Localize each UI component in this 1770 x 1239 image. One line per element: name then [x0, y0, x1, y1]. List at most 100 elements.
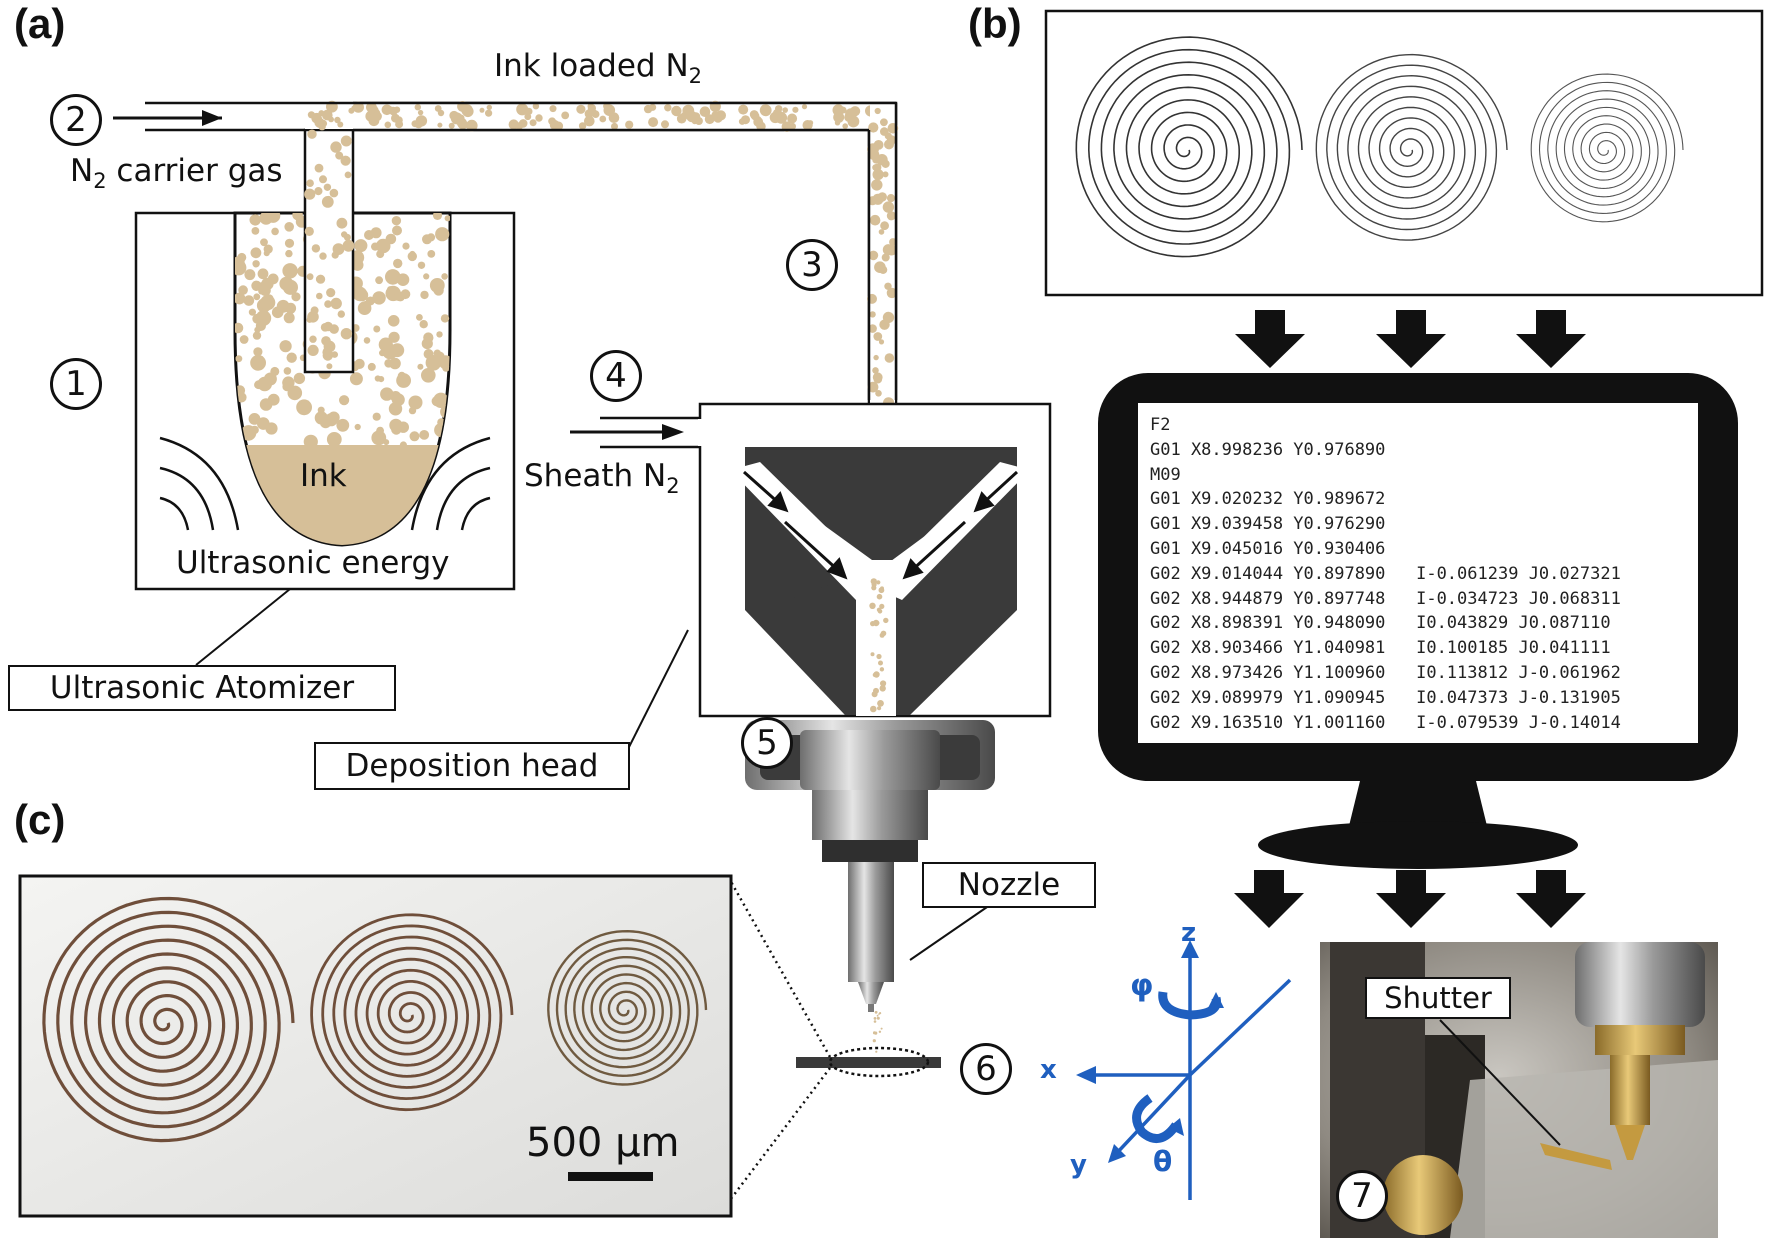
aerosol-droplet [875, 390, 882, 397]
aerosol-droplet [314, 411, 328, 425]
gcode-line: G02 X9.089979 Y1.090945 I0.047373 J-0.13… [1150, 687, 1621, 708]
aerosol-droplet [271, 227, 279, 236]
aerosol-droplet [873, 1017, 877, 1020]
aerosol-droplet [584, 115, 595, 127]
aerosol-droplet [759, 122, 765, 129]
step-6-marker: 6 [960, 1043, 1012, 1095]
aerosol-droplet [440, 314, 450, 323]
aerosol-droplet [250, 247, 262, 259]
aerosol-droplet [318, 123, 326, 131]
aerosol-droplet [407, 251, 417, 262]
aerosol-droplet [375, 276, 383, 285]
aerosol-droplet [325, 195, 332, 203]
aerosol-droplet [427, 250, 436, 258]
aerosol-droplet [287, 385, 303, 401]
aerosol-droplet [259, 398, 273, 411]
aerosol-droplet [880, 221, 889, 231]
aerosol-droplet [321, 336, 331, 346]
aerosol-droplet [874, 1031, 878, 1035]
aerosol-droplet [876, 1016, 880, 1020]
aerosol-droplet [792, 106, 799, 113]
aerosol-droplet [336, 418, 350, 432]
gcode-line: F2 [1150, 415, 1171, 435]
aerosol-droplet [393, 291, 403, 301]
aerosol-droplet [409, 431, 420, 442]
ink-loaded-label: Ink loaded N2 [494, 48, 703, 89]
aerosol-droplet [578, 122, 587, 130]
aerosol-droplet [260, 238, 268, 247]
aerosol-droplet [326, 363, 333, 370]
aerosol-droplet [384, 359, 393, 368]
aerosol-droplet [715, 110, 727, 121]
aerosol-droplet [879, 667, 885, 672]
aerosol-droplet [869, 214, 881, 226]
aerosol-droplet [845, 108, 857, 120]
aerosol-droplet [878, 1013, 880, 1015]
aerosol-droplet [319, 175, 327, 184]
step-7-marker: 7 [1336, 1170, 1388, 1222]
aerosol-droplet [387, 315, 400, 327]
gcode-line: G01 X9.045016 Y0.930406 [1150, 538, 1386, 559]
aerosol-droplet [710, 102, 719, 111]
aerosol-droplet [383, 439, 390, 446]
step-3-marker: 3 [786, 239, 838, 291]
aerosol-droplet [416, 314, 423, 321]
aerosol-droplet [336, 217, 348, 229]
aerosol-droplet [307, 111, 315, 119]
aerosol-droplet [384, 121, 392, 129]
aerosol-droplet [680, 112, 689, 120]
aerosol-droplet [876, 607, 882, 612]
aerosol-droplet [408, 395, 423, 410]
gcode-line: G02 X9.163510 Y1.001160 I-0.079539 J-0.1… [1150, 712, 1621, 733]
aerosol-droplet [884, 353, 895, 363]
aerosol-droplet [686, 111, 698, 123]
aerosol-droplet [711, 111, 719, 119]
aerosol-droplet [399, 441, 407, 449]
aerosol-droplet [315, 275, 323, 283]
aerosol-droplet [871, 691, 878, 698]
aerosol-droplet [323, 183, 332, 191]
aerosol-droplet [872, 164, 879, 171]
aerosol-droplet [879, 685, 886, 692]
aerosol-droplet [884, 282, 892, 290]
nozzle-label: Nozzle [922, 862, 1096, 908]
aerosol-droplet [282, 376, 295, 389]
step-5-marker: 5 [741, 717, 793, 769]
aerosol-droplet [307, 129, 317, 139]
spiral-coil [42, 896, 295, 1143]
aerosol-droplet [330, 297, 342, 310]
aerosol-droplet [882, 244, 895, 256]
aerosol-droplet [457, 114, 465, 122]
aerosol-droplet [416, 116, 424, 123]
aerosol-droplet [664, 104, 672, 112]
aerosol-droplet [872, 169, 884, 181]
aerosol-droplet [516, 103, 529, 116]
aerosol-droplet [387, 286, 394, 293]
aerosol-droplet [372, 291, 386, 305]
aerosol-droplet [611, 122, 618, 130]
panel-label-c: (c) [14, 796, 66, 843]
aerosol-droplet [293, 372, 306, 385]
aerosol-droplet [239, 335, 249, 344]
aerosol-droplet [306, 316, 313, 323]
aerosol-droplet [868, 324, 877, 333]
aerosol-droplet [878, 660, 883, 666]
aerosol-droplet [535, 114, 543, 122]
aerosol-droplet [417, 363, 424, 370]
aerosol-droplet [886, 194, 896, 203]
aerosol-droplet [425, 355, 442, 371]
aerosol-droplet [414, 104, 421, 111]
aerosol-droplet [265, 422, 278, 435]
aerosol-droplet [259, 213, 273, 225]
aerosol-droplet [873, 140, 884, 150]
arrows-to-monitor [1235, 310, 1586, 368]
aerosol-droplet [402, 242, 410, 250]
aerosol-droplet [393, 258, 403, 269]
arrows-from-monitor [1234, 870, 1586, 928]
aerosol-droplet [738, 104, 749, 115]
aerosol-droplet [448, 122, 455, 129]
aerosol-droplet [250, 354, 266, 371]
aerosol-droplet [254, 380, 263, 390]
spiral-coil [310, 913, 514, 1112]
